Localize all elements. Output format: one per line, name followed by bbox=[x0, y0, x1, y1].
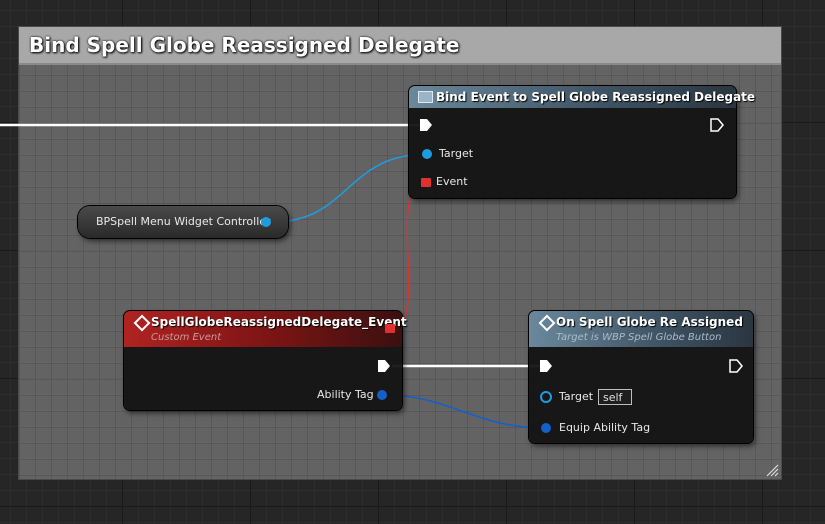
exec-in-pin[interactable] bbox=[419, 118, 433, 132]
custom-event-node-header[interactable]: SpellGlobeReassignedDelegate_Event Custo… bbox=[124, 311, 407, 347]
exec-in-pin[interactable] bbox=[539, 359, 553, 373]
exec-out-pin[interactable] bbox=[710, 118, 724, 132]
target-pin-label: Target bbox=[559, 390, 594, 403]
custom-event-node-title: SpellGlobeReassignedDelegate_Event bbox=[151, 315, 407, 329]
comment-title: Bind Spell Globe Reassigned Delegate bbox=[29, 33, 460, 57]
custom-event-node-subtitle: Custom Event bbox=[151, 332, 222, 343]
on-spell-globe-node-title: On Spell Globe Re Assigned bbox=[556, 315, 743, 329]
on-spell-globe-node-header[interactable]: On Spell Globe Re Assigned Target is WBP… bbox=[529, 311, 753, 347]
equip-ability-tag-pin[interactable] bbox=[541, 423, 551, 433]
event-diamond-icon bbox=[538, 314, 556, 332]
ability-tag-pin[interactable] bbox=[377, 390, 387, 400]
ability-tag-wire bbox=[383, 394, 546, 429]
bind-event-node[interactable]: Bind Event to Spell Globe Reassigned Del… bbox=[409, 86, 755, 198]
event-pin[interactable] bbox=[421, 178, 431, 187]
widget-controller-variable-node[interactable]: BPSpell Menu Widget Controller bbox=[78, 206, 288, 238]
comment-header[interactable]: Bind Spell Globe Reassigned Delegate bbox=[19, 27, 781, 65]
bind-event-node-header[interactable]: Bind Event to Spell Globe Reassigned Del… bbox=[409, 86, 755, 108]
target-pin[interactable] bbox=[422, 149, 432, 159]
object-wire bbox=[271, 153, 429, 223]
variable-label: BPSpell Menu Widget Controller bbox=[96, 215, 271, 228]
exec-out-pin[interactable] bbox=[377, 359, 391, 373]
event-diamond-icon bbox=[133, 314, 151, 332]
target-pin-label: Target bbox=[439, 147, 474, 160]
bind-event-node-title: Bind Event to Spell Globe Reassigned Del… bbox=[436, 90, 756, 104]
equip-ability-tag-pin-label: Equip Ability Tag bbox=[559, 421, 651, 434]
on-spell-globe-node[interactable]: On Spell Globe Re Assigned Target is WBP… bbox=[529, 311, 753, 443]
delegate-wire bbox=[391, 181, 427, 328]
resize-grip-icon[interactable] bbox=[765, 463, 779, 477]
exec-out-pin[interactable] bbox=[729, 359, 743, 373]
delegate-out-pin[interactable] bbox=[385, 324, 395, 333]
ability-tag-pin-label: Ability Tag bbox=[317, 388, 374, 401]
custom-event-node[interactable]: SpellGlobeReassignedDelegate_Event Custo… bbox=[124, 311, 407, 410]
function-icon bbox=[418, 91, 433, 103]
target-pin[interactable] bbox=[540, 391, 552, 403]
variable-out-pin[interactable] bbox=[261, 217, 271, 227]
target-self-input[interactable]: self bbox=[598, 389, 632, 405]
event-pin-label: Event bbox=[436, 175, 468, 188]
on-spell-globe-node-subtitle: Target is WBP Spell Globe Button bbox=[556, 332, 722, 343]
